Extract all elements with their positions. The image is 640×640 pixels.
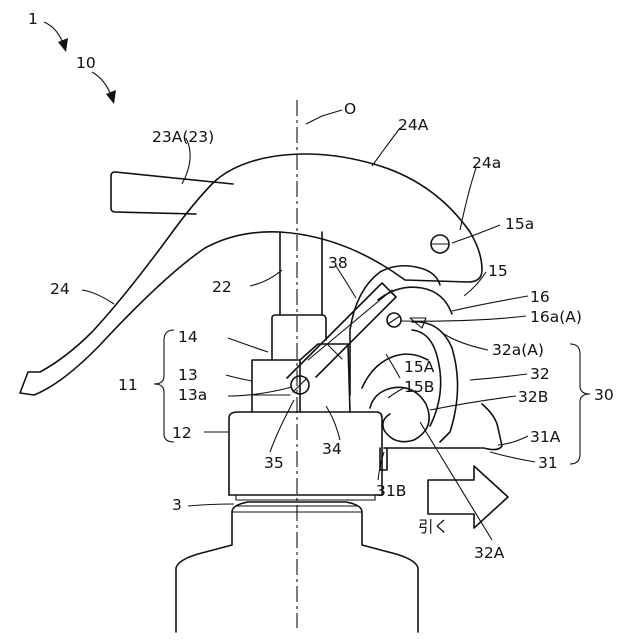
clip-31 bbox=[370, 387, 502, 470]
label-13: 13 bbox=[178, 366, 198, 384]
label-24: 24 bbox=[50, 280, 70, 298]
label-13a: 13a bbox=[178, 386, 207, 404]
label-10: 10 bbox=[76, 54, 96, 72]
label-31A: 31A bbox=[530, 428, 561, 446]
label-34: 34 bbox=[322, 440, 342, 458]
label-32A: 32A bbox=[474, 544, 505, 562]
label-22: 22 bbox=[212, 278, 232, 296]
label-1: 1 bbox=[28, 10, 38, 28]
cap bbox=[229, 412, 382, 500]
label-24a: 24a bbox=[472, 154, 501, 172]
spray-body-15 bbox=[350, 266, 452, 395]
label-14: 14 bbox=[178, 328, 198, 346]
leader-lines bbox=[82, 110, 590, 540]
label-35: 35 bbox=[264, 454, 284, 472]
label-12: 12 bbox=[172, 424, 192, 442]
label-15a: 15a bbox=[505, 215, 534, 233]
label-32a: 32a(A) bbox=[492, 341, 544, 359]
label-pull: 引く bbox=[418, 518, 449, 536]
label-11: 11 bbox=[118, 376, 138, 394]
label-24A: 24A bbox=[398, 116, 429, 134]
label-23A: 23A(23) bbox=[152, 128, 214, 146]
label-31: 31 bbox=[538, 454, 558, 472]
label-16a: 16a(A) bbox=[530, 308, 582, 326]
label-16: 16 bbox=[530, 288, 550, 306]
label-30: 30 bbox=[594, 386, 614, 404]
label-32: 32 bbox=[530, 365, 550, 383]
label-15B: 15B bbox=[404, 378, 434, 396]
label-O: O bbox=[344, 100, 356, 118]
reference-labels: 1 10 O 23A(23) 24A 24a 15a 38 15 22 16 1… bbox=[28, 10, 614, 562]
label-15: 15 bbox=[488, 262, 508, 280]
nozzle-23A bbox=[111, 172, 233, 214]
label-15A: 15A bbox=[404, 358, 435, 376]
label-3: 3 bbox=[172, 496, 182, 514]
label-32B: 32B bbox=[518, 388, 548, 406]
label-31B: 31B bbox=[376, 482, 406, 500]
label-38: 38 bbox=[328, 254, 348, 272]
